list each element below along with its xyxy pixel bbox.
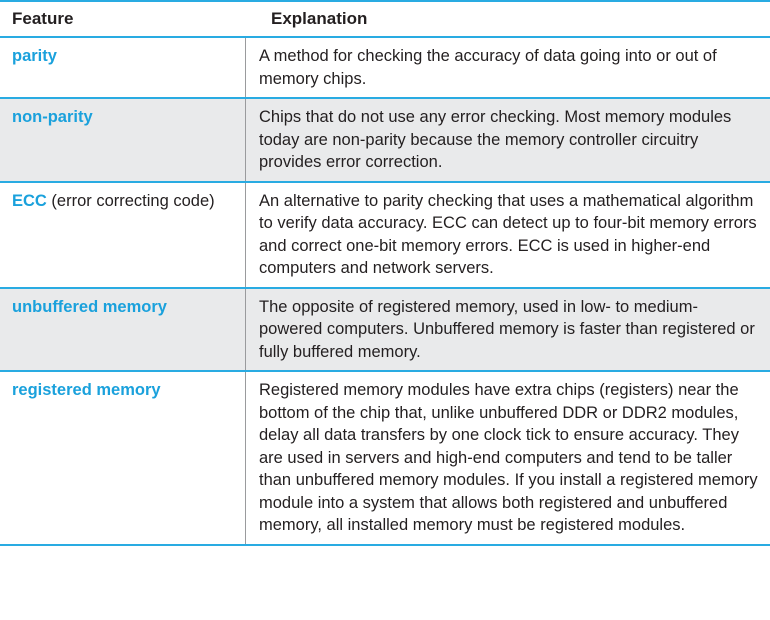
feature-term: ECC: [12, 191, 47, 210]
table-row: registered memory Registered memory modu…: [0, 372, 770, 546]
feature-cell: non-parity: [0, 99, 245, 181]
feature-cell: ECC (error correcting code): [0, 183, 245, 287]
table-row: non-parity Chips that do not use any err…: [0, 99, 770, 183]
feature-term: non-parity: [12, 108, 93, 126]
feature-term: parity: [12, 47, 57, 65]
table-row: parity A method for checking the accurac…: [0, 38, 770, 99]
table-header-row: Feature Explanation: [0, 0, 770, 38]
explanation-cell: An alternative to parity checking that u…: [245, 182, 770, 287]
feature-term: unbuffered memory: [12, 297, 167, 316]
header-feature: Feature: [12, 9, 74, 28]
header-explanation: Explanation: [271, 9, 368, 28]
explanation-cell: Registered memory modules have extra chi…: [245, 372, 770, 544]
table-row: ECC (error correcting code) An alternati…: [0, 182, 770, 289]
feature-term: registered memory: [12, 381, 161, 399]
explanation-cell: A method for checking the accuracy of da…: [245, 38, 770, 97]
explanation-cell: The opposite of registered memory, used …: [245, 288, 770, 370]
feature-cell: registered memory: [0, 372, 245, 544]
feature-suffix: (error correcting code): [46, 191, 215, 210]
table-row: unbuffered memory The opposite of regist…: [0, 288, 770, 372]
feature-table: Feature Explanation parity A method for …: [0, 0, 770, 546]
feature-cell: parity: [0, 38, 245, 97]
feature-cell: unbuffered memory: [0, 289, 245, 371]
explanation-cell: Chips that do not use any error checking…: [245, 99, 770, 181]
